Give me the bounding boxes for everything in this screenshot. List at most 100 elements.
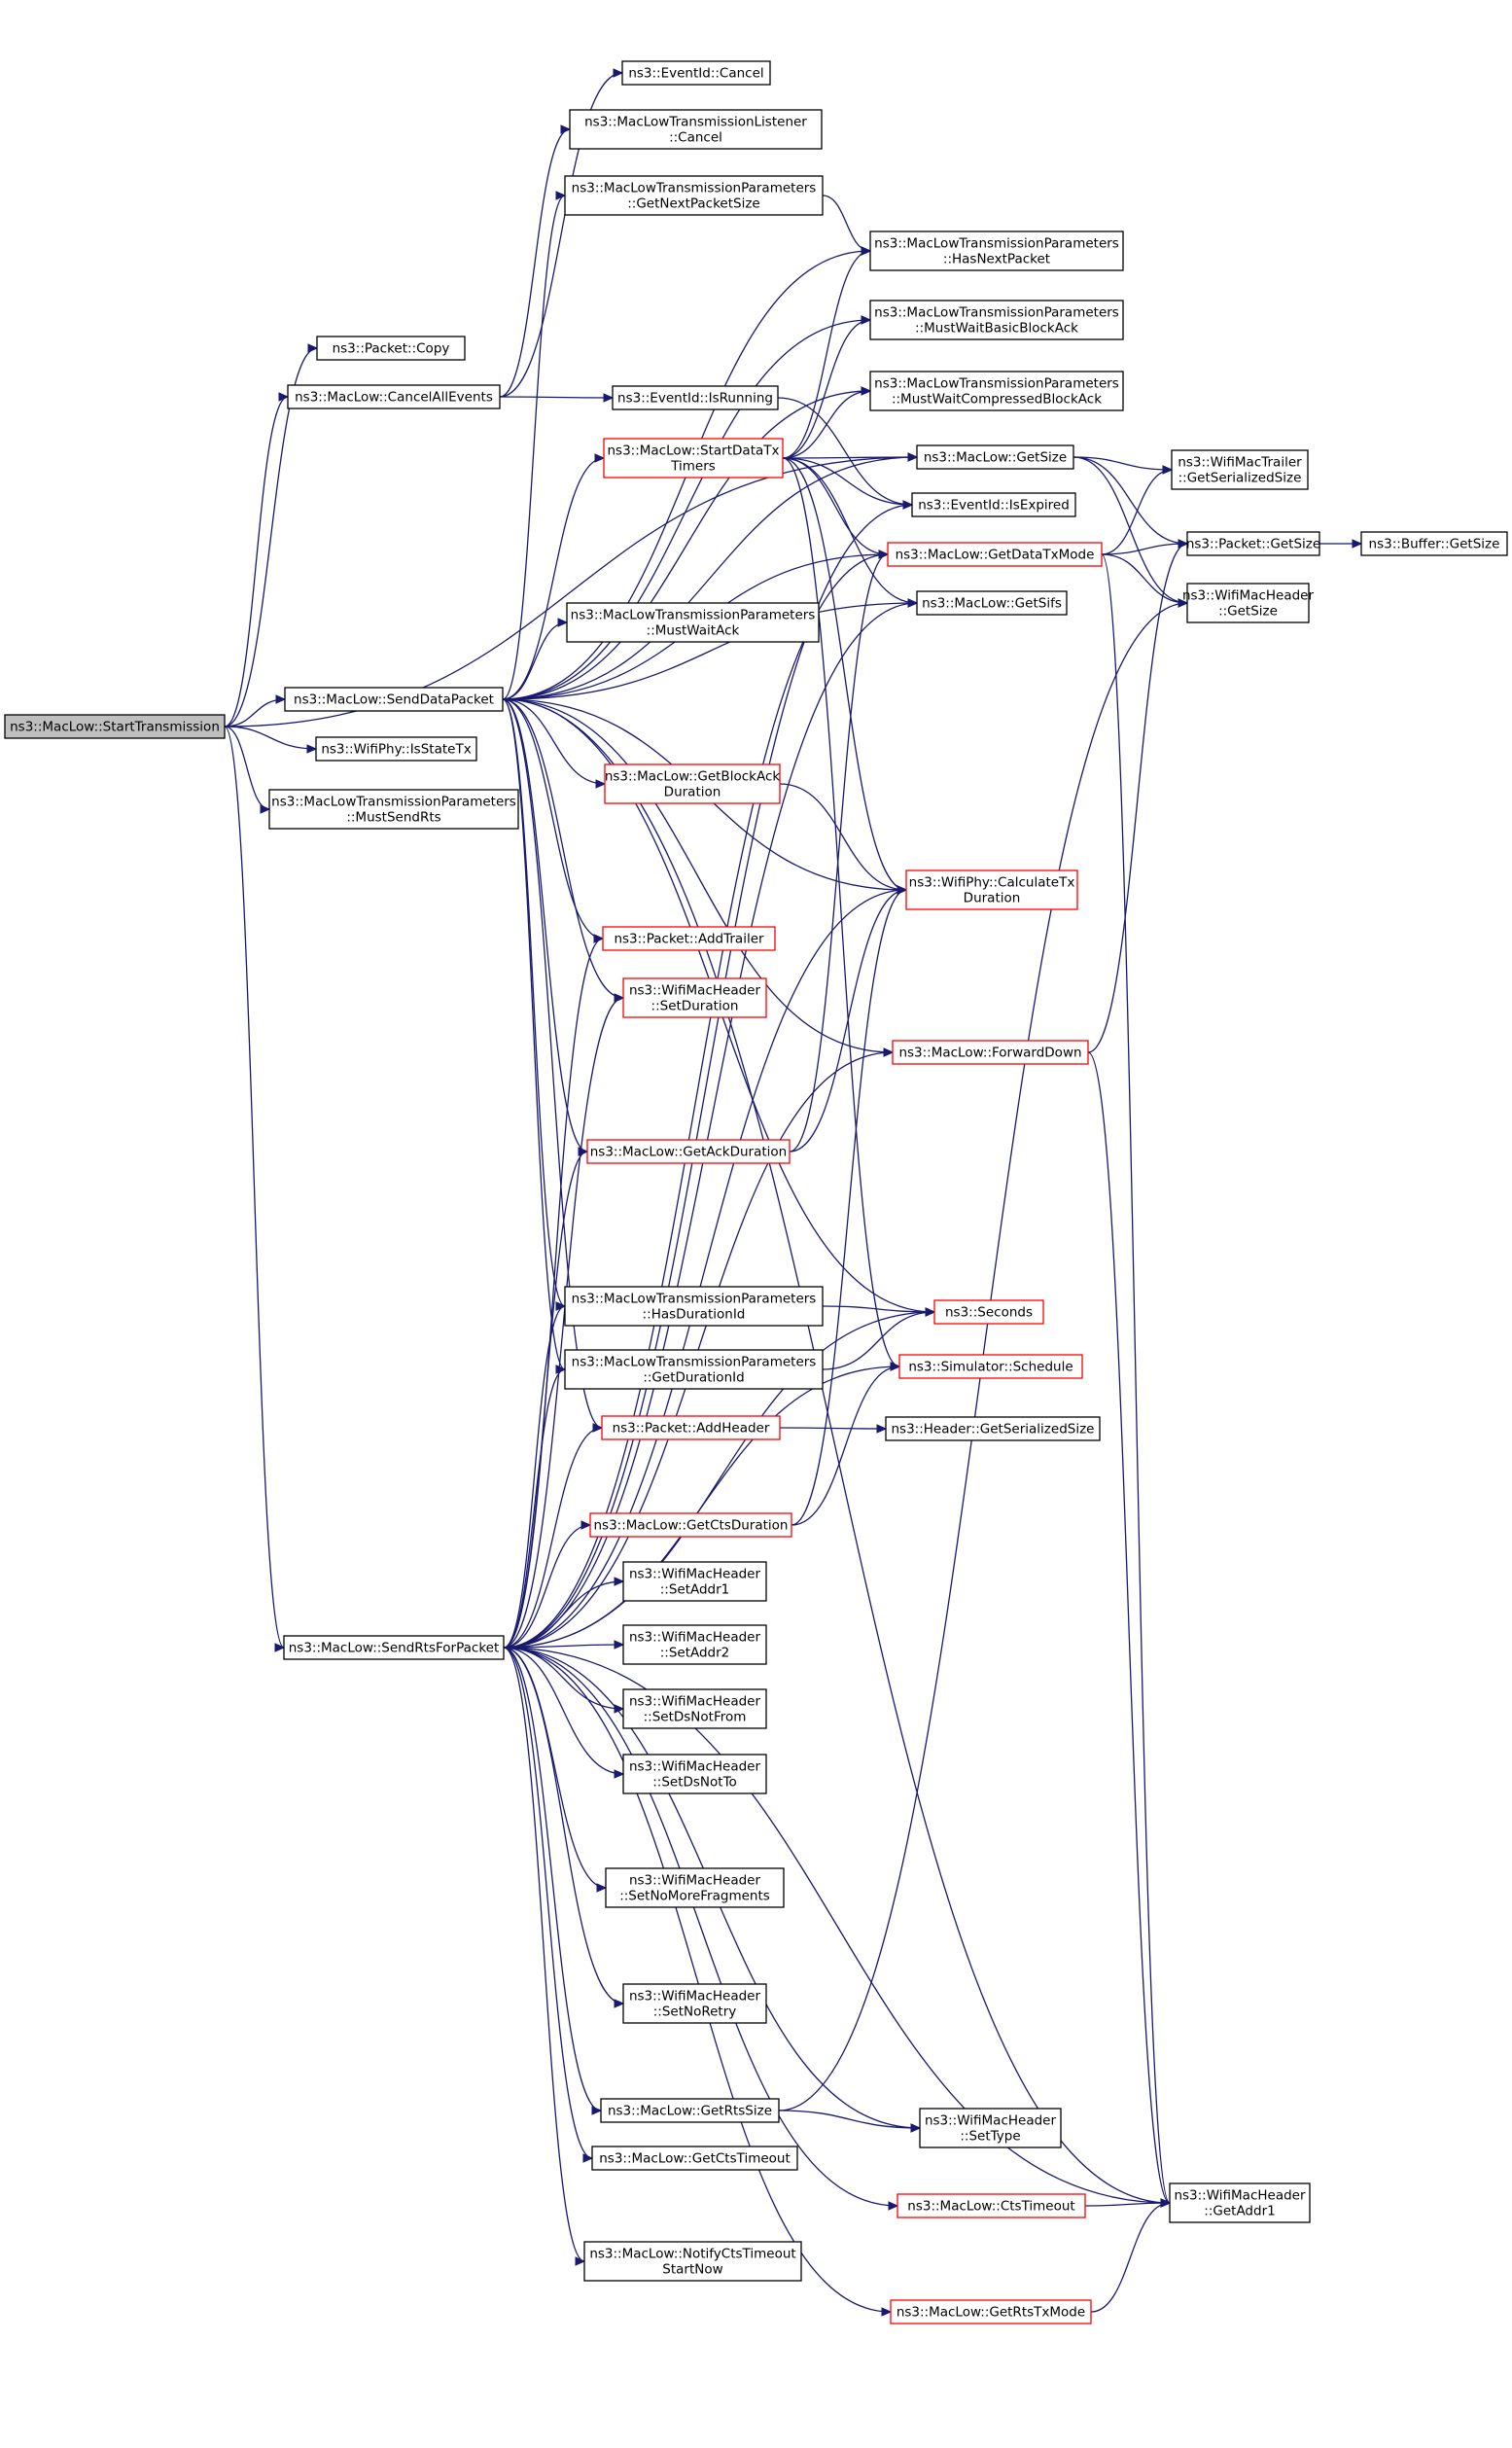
node-set-duration[interactable]: ns3::WifiMacHeader::SetDuration xyxy=(622,977,767,1018)
node-set-no-retry[interactable]: ns3::WifiMacHeader::SetNoRetry xyxy=(622,1983,767,2024)
edge-get-cts-dur-to-calc-tx-dur xyxy=(791,889,907,1526)
node-header-getsize[interactable]: ns3::WifiMacHeader::GetSize xyxy=(1182,583,1315,623)
node-label: ns3::Packet::GetSize xyxy=(1186,537,1320,552)
node-label: ns3::MacLow::GetCtsTimeout xyxy=(599,2151,791,2167)
node-wait-basic[interactable]: ns3::MacLowTransmissionParameters::MustW… xyxy=(869,300,1124,340)
edge-start-tx-to-send-rts xyxy=(224,726,285,1649)
node-get-data-txmode[interactable]: ns3::MacLow::GetDataTxMode xyxy=(887,542,1103,567)
node-send-rts[interactable]: ns3::MacLow::SendRtsForPacket xyxy=(283,1635,505,1660)
node-set-addr2[interactable]: ns3::WifiMacHeader::SetAddr2 xyxy=(622,1624,767,1665)
edge-get-data-txmode-to-trailer-size xyxy=(1101,469,1173,555)
node-is-state-tx[interactable]: ns3::WifiPhy::IsStateTx xyxy=(315,736,477,762)
node-trailer-size[interactable]: ns3::WifiMacTrailer::GetSerializedSize xyxy=(1171,449,1309,490)
node-listener-cancel[interactable]: ns3::MacLowTransmissionListener::Cancel xyxy=(569,109,823,150)
node-must-send-rts[interactable]: ns3::MacLowTransmissionParameters::MustS… xyxy=(268,789,519,830)
node-get-sifs[interactable]: ns3::MacLow::GetSifs xyxy=(916,590,1068,616)
node-set-no-more-frag[interactable]: ns3::WifiMacHeader::SetNoMoreFragments xyxy=(605,1867,785,1908)
node-box xyxy=(602,926,776,951)
edge-arrowhead xyxy=(614,1999,625,2008)
node-box xyxy=(268,789,519,830)
node-eventid-cancel[interactable]: ns3::EventId::Cancel xyxy=(621,60,771,86)
node-get-next-size[interactable]: ns3::MacLowTransmissionParameters::GetNe… xyxy=(564,175,824,216)
edge-send-data-to-add-trailer xyxy=(502,698,604,940)
node-has-next[interactable]: ns3::MacLowTransmissionParameters::HasNe… xyxy=(869,231,1124,271)
edge-send-rts-to-notify-cts xyxy=(503,1647,585,2262)
edge-send-data-to-get-ack-dur xyxy=(502,698,588,1153)
node-box xyxy=(622,1754,767,1794)
node-add-header[interactable]: ns3::Packet::AddHeader xyxy=(601,1415,781,1440)
node-label: ::GetDurationId xyxy=(643,1370,744,1386)
edge-get-duration-id-to-seconds xyxy=(822,1311,935,1370)
node-send-data[interactable]: ns3::MacLow::SendDataPacket xyxy=(284,687,504,712)
edge-arrowhead xyxy=(555,191,567,200)
node-cancel-all[interactable]: ns3::MacLow::CancelAllEvents xyxy=(287,384,501,409)
edge-send-data-to-get-next-size xyxy=(502,195,566,700)
node-box xyxy=(564,1349,824,1390)
edge-arrowhead xyxy=(907,598,919,608)
node-packet-getsize[interactable]: ns3::Packet::GetSize xyxy=(1186,531,1320,556)
node-set-type[interactable]: ns3::WifiMacHeader::SetType xyxy=(919,2108,1062,2148)
node-has-duration-id[interactable]: ns3::MacLowTransmissionParameters::HasDu… xyxy=(564,1286,824,1327)
node-label: ns3::MacLowTransmissionListener xyxy=(584,115,807,130)
node-seconds[interactable]: ns3::Seconds xyxy=(933,1299,1044,1325)
node-label: ns3::MacLow::NotifyCtsTimeout xyxy=(589,2247,795,2262)
node-maclow-getsize[interactable]: ns3::MacLow::GetSize xyxy=(916,444,1074,470)
edge-arrowhead xyxy=(593,934,605,943)
node-get-cts-dur[interactable]: ns3::MacLow::GetCtsDuration xyxy=(589,1512,792,1538)
edge-send-rts-to-set-addr2 xyxy=(503,1644,624,1649)
node-label: ns3::EventId::IsExpired xyxy=(918,498,1070,514)
node-label: ns3::WifiPhy::IsStateTx xyxy=(321,742,471,758)
node-set-addr1[interactable]: ns3::WifiMacHeader::SetAddr1 xyxy=(622,1561,767,1602)
node-forward-down[interactable]: ns3::MacLow::ForwardDown xyxy=(892,1040,1089,1065)
node-buffer-getsize[interactable]: ns3::Buffer::GetSize xyxy=(1360,531,1508,556)
node-get-rts-txmode[interactable]: ns3::MacLow::GetRtsTxMode xyxy=(890,2299,1092,2324)
edge-cts-timeout-to-get-addr1 xyxy=(1084,2202,1171,2207)
node-label: ns3::WifiPhy::CalculateTx xyxy=(909,875,1075,891)
node-box xyxy=(622,1983,767,2024)
node-get-cts-timeout[interactable]: ns3::MacLow::GetCtsTimeout xyxy=(591,2146,798,2171)
node-box xyxy=(622,1624,767,1665)
node-packet-copy[interactable]: ns3::Packet::Copy xyxy=(316,336,466,361)
edge-start-timers-to-has-next xyxy=(782,250,871,459)
node-box xyxy=(591,2146,798,2171)
node-label: ns3::WifiMacHeader xyxy=(1182,588,1315,604)
node-is-running[interactable]: ns3::EventId::IsRunning xyxy=(612,385,779,410)
node-set-ds-notfrom[interactable]: ns3::WifiMacHeader::SetDsNotFrom xyxy=(622,1688,767,1729)
node-label: ns3::MacLowTransmissionParameters xyxy=(572,1292,817,1307)
node-label: ns3::EventId::Cancel xyxy=(628,66,763,82)
node-get-duration-id[interactable]: ns3::MacLowTransmissionParameters::GetDu… xyxy=(564,1349,824,1390)
node-start-tx[interactable]: ns3::MacLow::StartTransmission xyxy=(4,714,226,739)
node-box xyxy=(887,542,1103,567)
node-box xyxy=(283,1635,505,1660)
node-set-ds-notto[interactable]: ns3::WifiMacHeader::SetDsNotTo xyxy=(622,1754,767,1794)
edge-send-data-to-forward-down xyxy=(502,698,894,1053)
node-wait-compressed[interactable]: ns3::MacLowTransmissionParameters::MustW… xyxy=(869,371,1124,411)
node-must-wait-ack[interactable]: ns3::MacLowTransmissionParameters::MustW… xyxy=(566,602,820,643)
node-add-trailer[interactable]: ns3::Packet::AddTrailer xyxy=(602,926,776,951)
node-label: ns3::MacLow::CancelAllEvents xyxy=(295,390,493,406)
node-get-addr1[interactable]: ns3::WifiMacHeader::GetAddr1 xyxy=(1169,2182,1311,2223)
node-label: ns3::WifiMacHeader xyxy=(629,1989,761,2005)
node-label: ns3::MacLowTransmissionParameters xyxy=(874,376,1119,392)
edge-get-data-txmode-to-packet-getsize xyxy=(1101,543,1188,555)
node-is-expired[interactable]: ns3::EventId::IsExpired xyxy=(911,492,1076,517)
node-label: ns3::Packet::AddTrailer xyxy=(614,932,764,947)
node-get-ack-dur[interactable]: ns3::MacLow::GetAckDuration xyxy=(586,1139,791,1164)
node-header-serialized[interactable]: ns3::Header::GetSerializedSize xyxy=(885,1416,1101,1441)
node-box xyxy=(287,384,501,409)
node-label: ns3::WifiMacHeader xyxy=(629,1567,761,1582)
node-label: ::GetSize xyxy=(1218,604,1278,620)
node-get-rts-size[interactable]: ns3::MacLow::GetRtsSize xyxy=(600,2098,780,2123)
edge-cancel-all-to-eventid-cancel xyxy=(499,72,623,398)
edge-arrowhead xyxy=(592,1423,604,1433)
node-box xyxy=(1169,2182,1311,2223)
node-box xyxy=(612,385,779,410)
node-cts-timeout[interactable]: ns3::MacLow::CtsTimeout xyxy=(897,2193,1086,2218)
node-box xyxy=(919,2108,1062,2148)
edge-arrowhead xyxy=(876,1424,888,1434)
node-schedule[interactable]: ns3::Simulator::Schedule xyxy=(898,1354,1083,1379)
